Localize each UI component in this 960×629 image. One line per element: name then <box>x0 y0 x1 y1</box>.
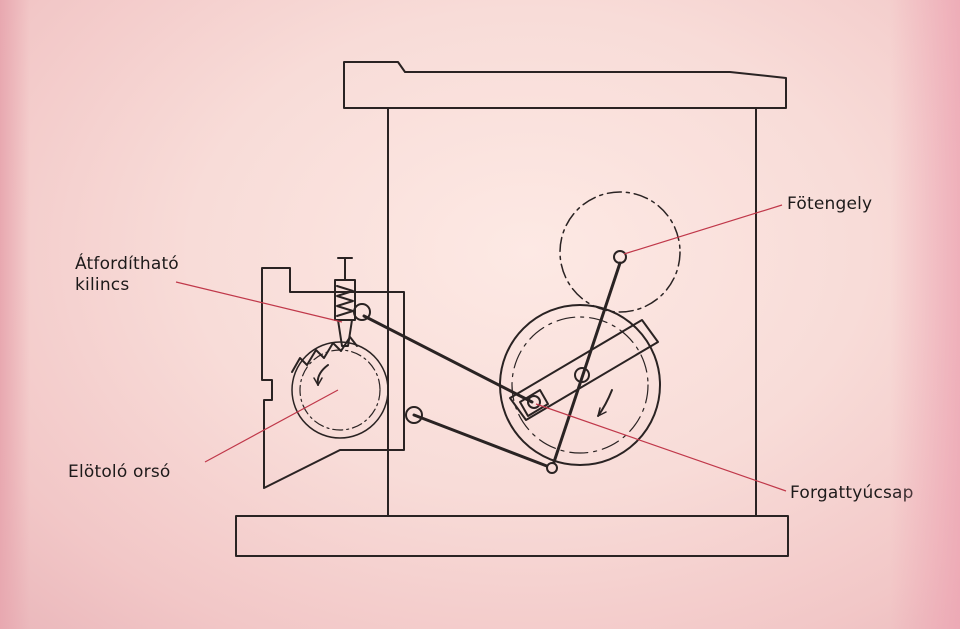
leader-lines <box>175 204 787 492</box>
label-forgattyucsap: Forgattyúcsap <box>790 483 914 503</box>
base-plate <box>235 515 789 557</box>
pawl-pivot <box>353 303 371 321</box>
label-atforditha-line1: Átfordítható <box>75 254 179 274</box>
machine-frame <box>387 107 757 517</box>
connecting-rod <box>550 261 622 470</box>
crank-pin <box>527 395 541 409</box>
crank-disk <box>499 304 661 466</box>
label-elotolo-orso: Elötoló orsó <box>68 462 171 482</box>
feed-spindle-group <box>291 336 389 439</box>
rotation-arrow-right <box>597 389 613 417</box>
main-shaft <box>613 250 627 264</box>
rod-to-crank <box>362 314 534 404</box>
crank-disk-group <box>499 304 661 466</box>
feed-housing <box>261 267 405 489</box>
ratchet-teeth <box>291 336 358 373</box>
label-atforditha-line2: kilincs <box>75 275 130 295</box>
lower-joint <box>546 462 558 474</box>
pawl-spring-assembly <box>334 257 371 347</box>
main-shaft-circle <box>559 191 681 313</box>
pawl <box>337 319 353 347</box>
top-beam <box>343 61 787 109</box>
label-atforditha-kilincs: Átfordítható kilincs <box>75 254 179 296</box>
crank-slot <box>509 319 659 421</box>
label-fotengely: Fötengely <box>787 194 873 214</box>
rod-lower <box>412 413 554 470</box>
feed-circle <box>291 341 389 439</box>
lower-pivot <box>405 406 423 424</box>
